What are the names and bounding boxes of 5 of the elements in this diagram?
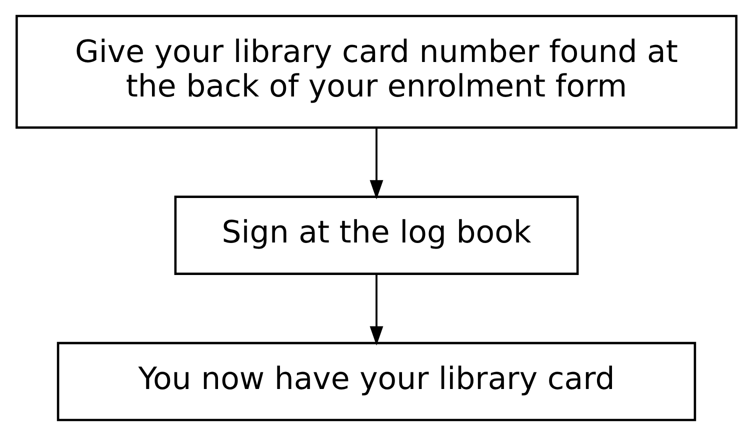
- node-box: Give your library card number found at the back of your enrolment form: [15, 14, 737, 129]
- node-box: You now have your library card: [56, 342, 696, 422]
- arrow: [369, 128, 383, 200]
- node-box: Sign at the log book: [174, 196, 578, 275]
- arrow: [369, 274, 383, 346]
